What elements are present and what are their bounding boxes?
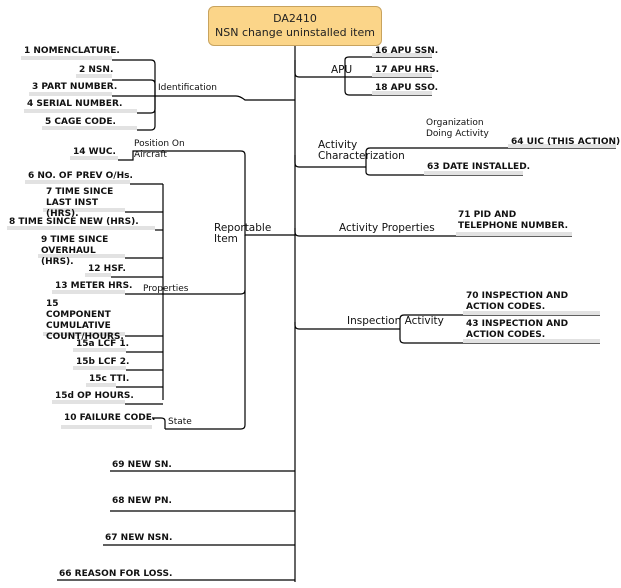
bottom-item: 67 NEW NSN. — [105, 533, 173, 543]
properties-item: 8 TIME SINCE NEW (HRS). — [9, 217, 139, 227]
inspection-item: 70 INSPECTION AND ACTION CODES. — [466, 291, 569, 312]
identification-label: Identification — [158, 83, 218, 93]
properties-item: 9 TIME SINCE OVERHAUL (HRS). — [41, 235, 109, 267]
activity-properties-label: Activity Properties — [339, 222, 435, 234]
apu-item: 17 APU HRS. — [375, 65, 440, 75]
properties-item: 15c TTI. — [89, 374, 130, 384]
properties-item: 7 TIME SINCE LAST INST (HRS). — [46, 187, 114, 219]
state-item: 10 FAILURE CODE. — [64, 413, 156, 423]
activity-characterization-label: Activity Characterization — [318, 139, 405, 162]
properties-item: 15b LCF 2. — [76, 357, 130, 367]
identification-item: 5 CAGE CODE. — [45, 117, 116, 127]
identification-item: 2 NSN. — [79, 65, 114, 75]
reportable-item-label: Reportable Item — [214, 222, 272, 245]
root-subtitle: NSN change uninstalled item — [215, 26, 375, 39]
identification-item: 3 PART NUMBER. — [32, 82, 118, 92]
properties-item: 15a LCF 1. — [76, 339, 130, 349]
position-item: 14 WUC. — [73, 147, 116, 157]
identification-item: 1 NOMENCLATURE. — [24, 46, 120, 56]
activity-properties-item: 71 PID AND TELEPHONE NUMBER. — [458, 210, 569, 231]
state-label: State — [168, 417, 192, 427]
apu-label: APU — [331, 64, 353, 76]
activity-characterization-item: 63 DATE INSTALLED. — [427, 162, 531, 172]
identification-item: 4 SERIAL NUMBER. — [27, 99, 123, 109]
properties-item: 15 COMPONENT CUMULATIVE COUNT/HOURS. — [46, 299, 124, 342]
properties-item: 13 METER HRS. — [55, 281, 133, 291]
properties-item: 6 NO. OF PREV O/Hs. — [28, 171, 133, 181]
inspection-item: 43 INSPECTION AND ACTION CODES. — [466, 319, 569, 340]
bottom-item: 69 NEW SN. — [112, 460, 172, 470]
position-label: Position On Aircraft — [134, 139, 185, 160]
organization-label: Organization Doing Activity — [426, 118, 489, 139]
properties-item: 15d OP HOURS. — [55, 391, 134, 401]
properties-label: Properties — [143, 284, 189, 294]
bottom-item: 68 NEW PN. — [112, 496, 172, 506]
inspection-activity-label: Inspection Activity — [347, 315, 444, 327]
bottom-item: 66 REASON FOR LOSS. — [59, 569, 173, 579]
root-node: DA2410 NSN change uninstalled item — [208, 6, 382, 46]
root-title: DA2410 — [273, 12, 317, 25]
apu-item: 16 APU SSN. — [375, 46, 439, 56]
properties-item: 12 HSF. — [88, 264, 126, 274]
organization-item: 64 UIC (THIS ACTION). — [511, 137, 621, 147]
apu-item: 18 APU SSO. — [375, 83, 439, 93]
